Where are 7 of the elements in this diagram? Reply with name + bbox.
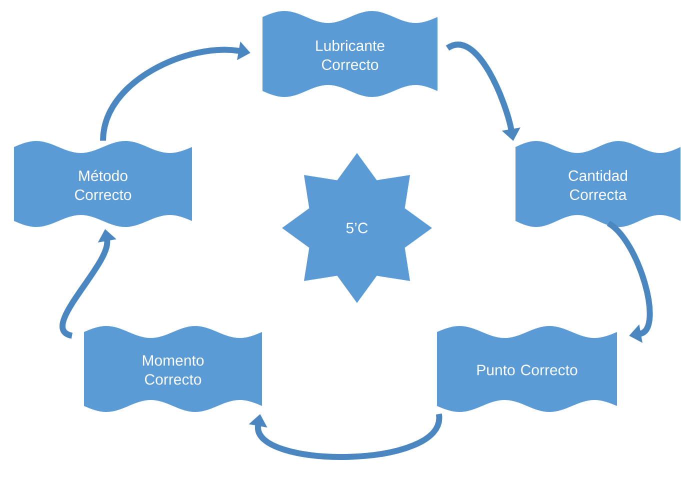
curved-arrow	[248, 414, 442, 460]
wavy-box: Lubricante Correcto	[262, 11, 438, 97]
wavy-box: Método Correcto	[14, 141, 192, 227]
wavy-box: Cantidad Correcta	[516, 141, 680, 227]
curved-arrow	[606, 220, 653, 343]
wavy-box: Punto Correcto	[437, 326, 617, 412]
wavy-box: Momento Correcto	[84, 326, 262, 412]
